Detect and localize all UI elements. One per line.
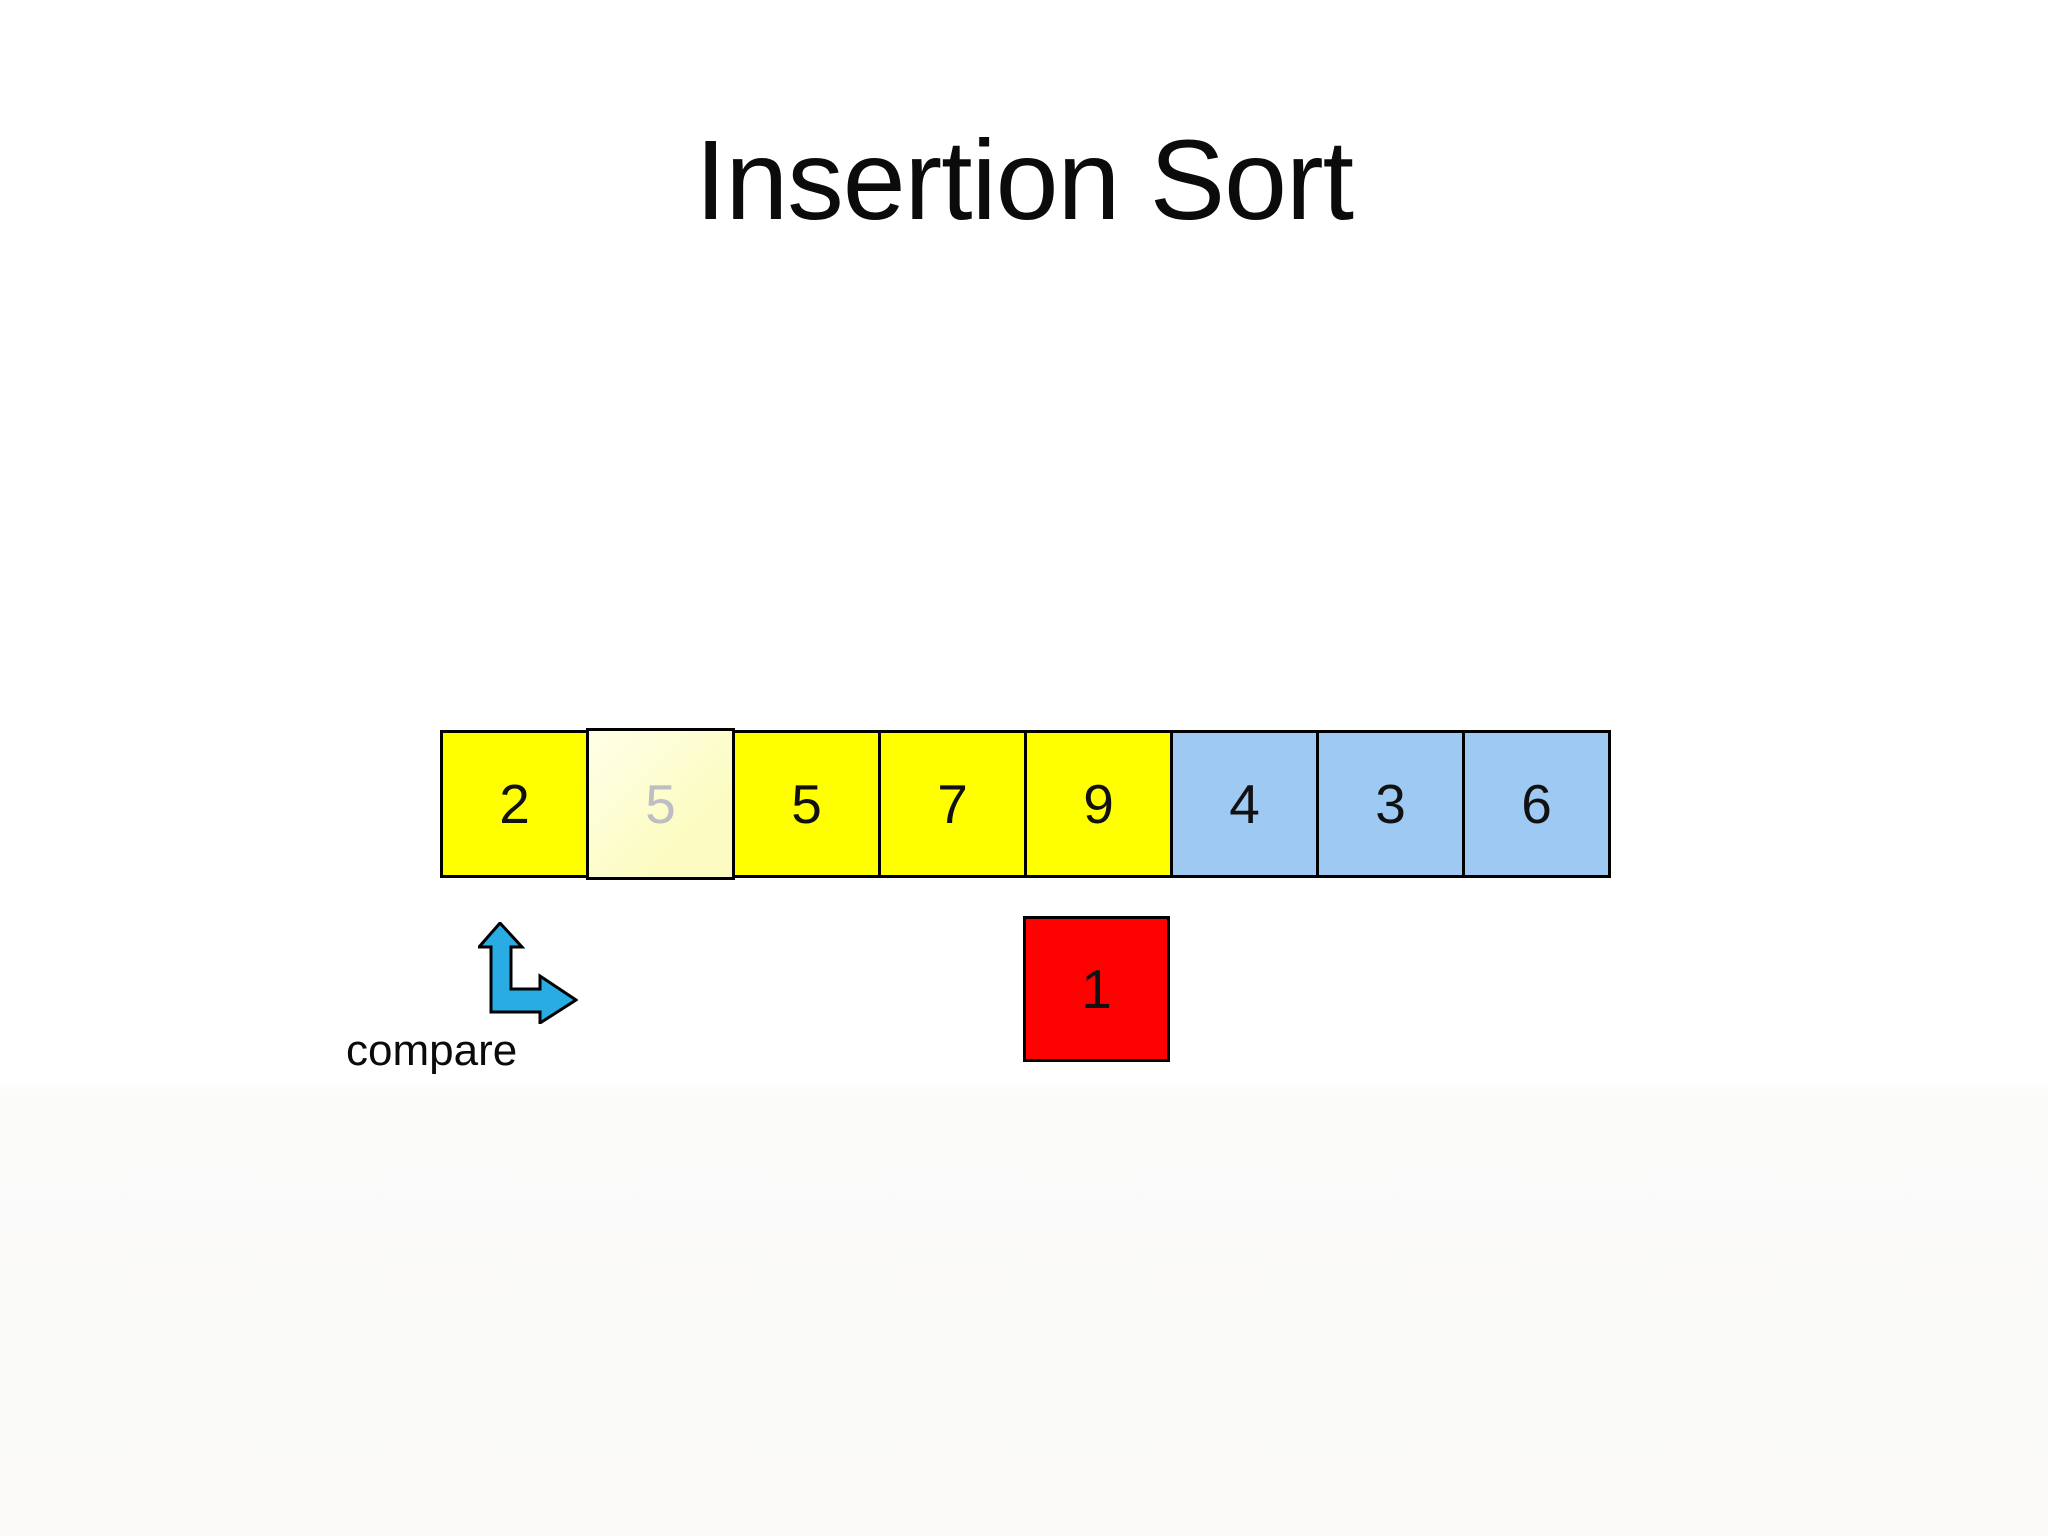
array-cell-value: 6 <box>1521 773 1552 835</box>
array-cell: 9 <box>1024 730 1173 878</box>
array-cell-value: 4 <box>1229 773 1260 835</box>
array-row: 2 5 5 7 9 4 3 6 <box>440 728 1611 882</box>
key-cell-value: 1 <box>1081 958 1112 1020</box>
array-cell-value: 5 <box>645 773 676 835</box>
array-cell: 5 <box>732 730 881 878</box>
array-cell: 3 <box>1316 730 1465 878</box>
array-cell-value: 2 <box>499 773 530 835</box>
array-cell: 6 <box>1462 730 1611 878</box>
compare-bent-arrow-icon <box>478 922 578 1024</box>
array-cell: 2 <box>440 730 589 878</box>
array-cell-value: 9 <box>1083 773 1114 835</box>
slide-title: Insertion Sort <box>694 117 1354 243</box>
array-cell-value: 3 <box>1375 773 1406 835</box>
key-cell: 1 <box>1023 916 1170 1062</box>
compare-bent-arrow-shape <box>478 922 578 1024</box>
array-cell-value: 5 <box>791 773 822 835</box>
array-cell-value: 7 <box>937 773 968 835</box>
array-cell: 4 <box>1170 730 1319 878</box>
array-cell: 5 <box>586 728 735 880</box>
array-cell: 7 <box>878 730 1027 878</box>
compare-label: compare <box>346 1026 518 1075</box>
